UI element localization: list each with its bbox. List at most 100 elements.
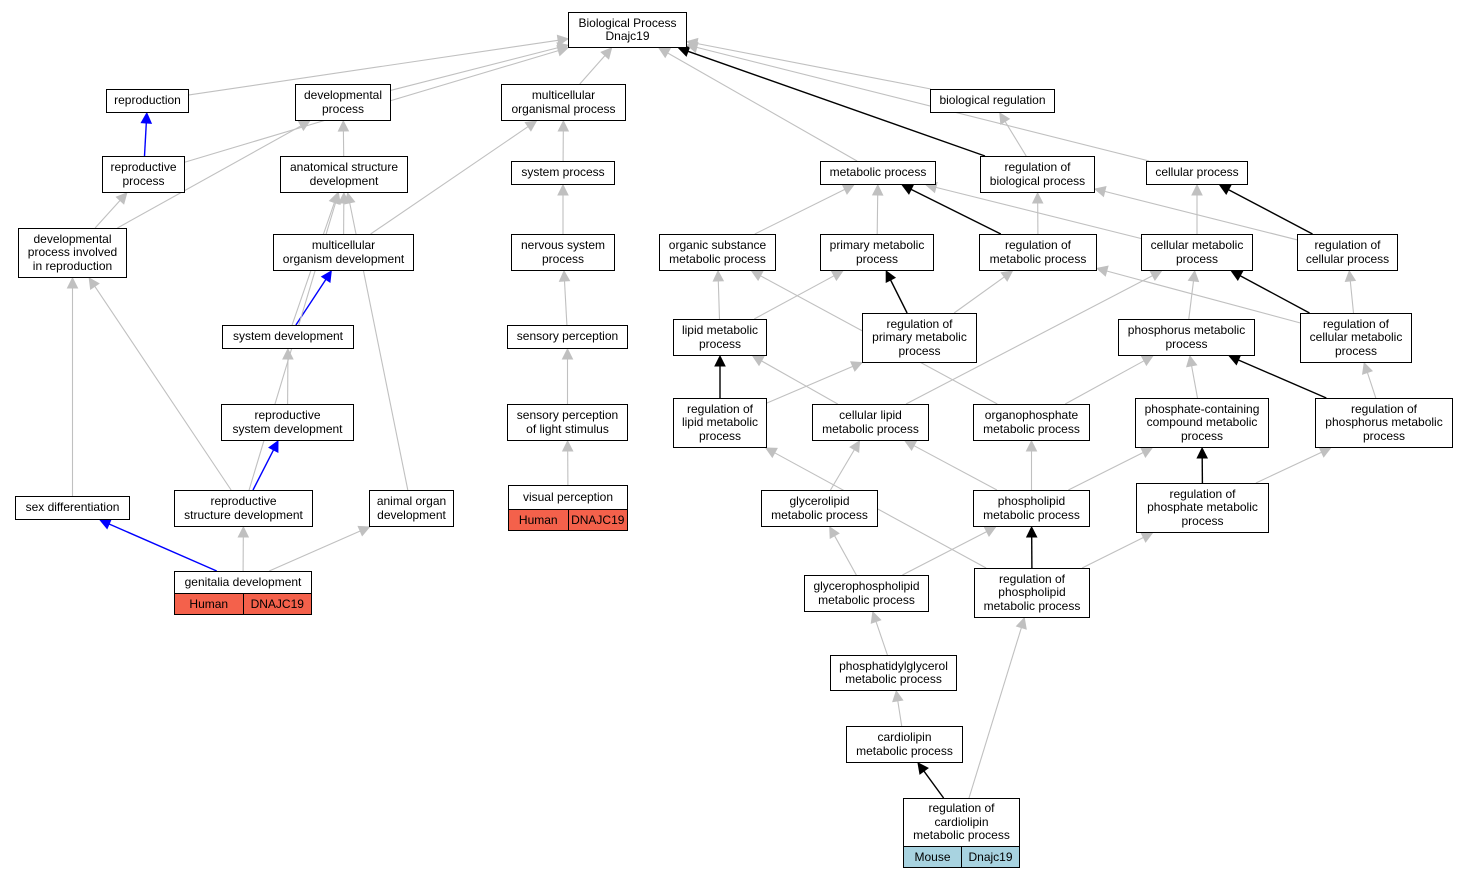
edge-reproductive-structure-development-to-reproductive-system-development bbox=[252, 449, 275, 491]
arrowhead-regulation-of-lipid-metabolic-process-to-regulation-of-primary-metabolic-process bbox=[850, 361, 864, 372]
edge-regulation-of-metabolic-process-to-metabolic-process bbox=[910, 188, 1002, 235]
go-term-sex-differentiation[interactable]: sex differentiation bbox=[15, 496, 130, 520]
go-term-label-line: organismal process bbox=[511, 101, 616, 116]
go-term-genitalia-development[interactable]: genitalia development bbox=[174, 571, 312, 594]
arrowhead-regulation-of-cellular-metabolic-process-to-regulation-of-metabolic-process bbox=[1095, 265, 1109, 277]
edge-regulation-of-primary-metabolic-process-to-primary-metabolic-process bbox=[889, 279, 908, 314]
go-term-label-line: glycerolipid bbox=[789, 494, 850, 508]
edge-glycerophospholipid-metabolic-process-to-phospholipid-metabolic-process bbox=[902, 531, 987, 576]
go-term-label-line: lipid metabolic bbox=[681, 415, 759, 430]
edge-reproductive-structure-development-to-developmental-process-involved-in-reproduction bbox=[94, 285, 232, 491]
go-term-reproduction[interactable]: reproduction bbox=[106, 89, 189, 113]
arrowhead-cellular-process-to-biological-process bbox=[685, 41, 699, 54]
arrowhead-phospholipid-metabolic-process-to-phosphate-containing-compound-metabolic-process bbox=[1140, 447, 1154, 458]
edge-phosphate-containing-compound-metabolic-process-to-phosphorus-metabolic-process bbox=[1191, 365, 1199, 399]
go-term-label-line: metabolic process bbox=[829, 165, 927, 180]
go-term-cellular-process[interactable]: cellular process bbox=[1146, 161, 1248, 185]
go-term-biological-regulation[interactable]: biological regulation bbox=[930, 89, 1055, 113]
arrowhead-reproductive-process-to-biological-process bbox=[556, 45, 570, 57]
go-term-label-line: multicellular bbox=[531, 88, 596, 102]
annotation-gene: DNAJC19 bbox=[242, 594, 312, 614]
arrowhead-system-process-to-multicellular-organismal-process bbox=[557, 119, 570, 132]
go-term-label-line: regulation of bbox=[1350, 401, 1418, 416]
arrowhead-regulation-of-cardiolipin-metabolic-process-to-regulation-of-phospholipid-metabolic-process bbox=[1015, 616, 1027, 630]
go-term-label-line: primary metabolic bbox=[872, 330, 967, 345]
edge-phosphorus-metabolic-process-to-cellular-metabolic-process bbox=[1188, 280, 1195, 320]
edge-regulation-of-phospholipid-metabolic-process-to-regulation-of-lipid-metabolic-process bbox=[774, 452, 987, 569]
go-term-label-line: metabolic process bbox=[983, 421, 1080, 436]
go-term-label-line: metabolic process bbox=[771, 507, 868, 522]
go-term-label-line: sensory perception bbox=[516, 329, 619, 344]
go-term-label-line: lipid metabolic bbox=[681, 323, 759, 337]
arrowhead-primary-metabolic-process-to-metabolic-process bbox=[871, 183, 884, 196]
edge-organophosphate-metabolic-process-to-phosphorus-metabolic-process bbox=[1064, 360, 1145, 405]
arrowhead-multicellular-organism-development-to-multicellular-organismal-process bbox=[524, 120, 538, 132]
go-term-label-line: organophosphate bbox=[984, 408, 1079, 422]
edge-lipid-metabolic-process-to-organic-substance-metabolic-process bbox=[717, 280, 721, 320]
go-term-label-line: genitalia development bbox=[184, 574, 302, 589]
go-term-metabolic-process[interactable]: metabolic process bbox=[820, 161, 936, 185]
go-term-visual-perception[interactable]: visual perception bbox=[508, 485, 628, 510]
annotation-species: Human bbox=[518, 513, 558, 527]
go-term-system-development[interactable]: system development bbox=[222, 325, 354, 349]
arrowhead-regulation-of-biological-process-to-biological-process bbox=[677, 46, 691, 57]
edge-regulation-of-primary-metabolic-process-to-regulation-of-metabolic-process bbox=[953, 276, 1005, 314]
edge-regulation-of-cellular-metabolic-process-to-cellular-metabolic-process bbox=[1239, 275, 1310, 314]
go-term-sensory-perception[interactable]: sensory perception bbox=[507, 325, 628, 349]
go-term-label-line: compound metabolic bbox=[1146, 415, 1258, 430]
go-term-label-line: visual perception bbox=[522, 489, 614, 504]
go-term-label-line: nervous system bbox=[520, 238, 606, 252]
go-term-label-line: regulation of bbox=[1169, 486, 1236, 501]
go-term-label-line: metabolic process bbox=[983, 507, 1080, 522]
arrowhead-reproductive-structure-development-to-anatomical-structure-development bbox=[329, 191, 341, 205]
arrowhead-system-development-to-multicellular-organism-development bbox=[320, 270, 332, 283]
go-term-label-line: development bbox=[309, 173, 379, 188]
arrowhead-glycerophospholipid-metabolic-process-to-phospholipid-metabolic-process bbox=[983, 526, 997, 537]
arrowhead-phospholipid-metabolic-process-to-cellular-lipid-metabolic-process bbox=[904, 440, 918, 452]
go-term-system-process[interactable]: system process bbox=[511, 161, 615, 185]
edge-regulation-of-cellular-process-to-regulation-of-biological-process bbox=[1104, 190, 1298, 241]
go-term-label-line: cellular process bbox=[1155, 165, 1239, 180]
arrowhead-reproductive-structure-development-to-developmental-process-involved-in-reproduction bbox=[88, 277, 100, 290]
go-term-label-line: regulation of bbox=[1004, 160, 1071, 174]
